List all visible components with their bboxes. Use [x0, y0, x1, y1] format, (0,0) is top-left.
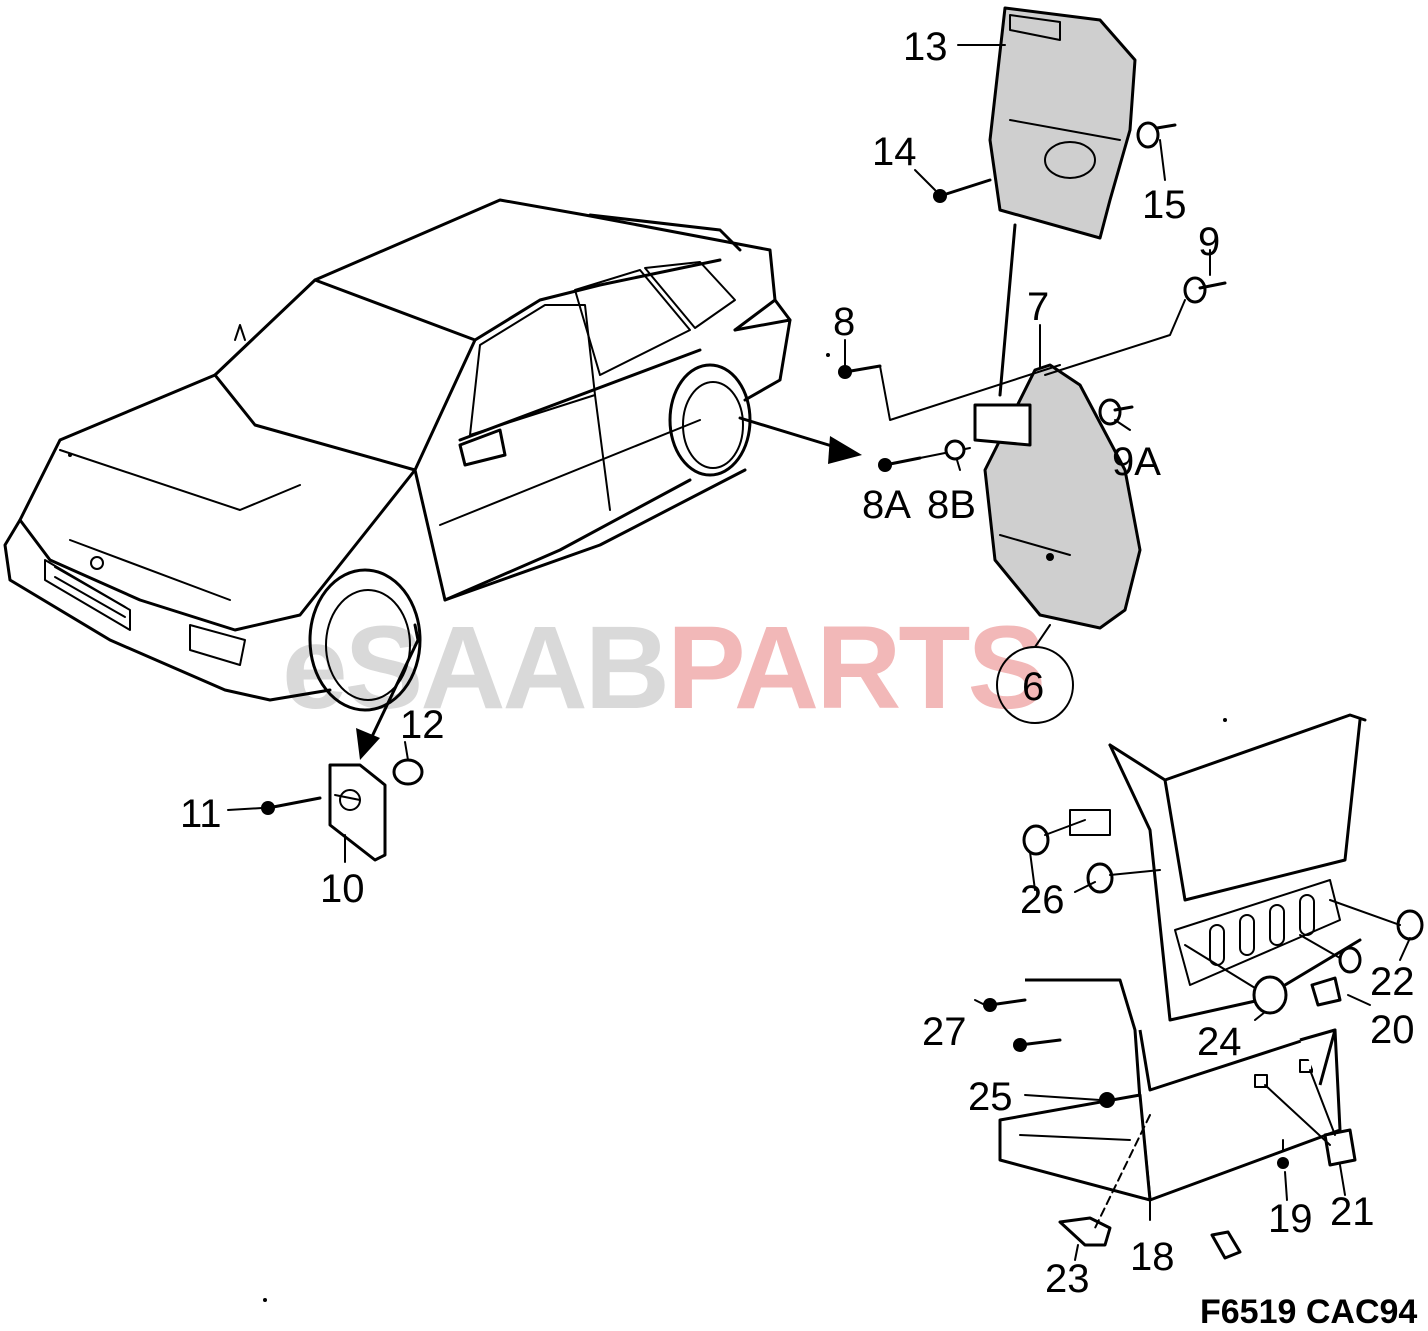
callout-15: 15 [1142, 183, 1187, 227]
callout-23: 23 [1045, 1257, 1090, 1301]
callout-7: 7 [1027, 285, 1049, 329]
callout-25: 25 [968, 1075, 1013, 1119]
callout-21: 21 [1330, 1190, 1375, 1234]
callout-9a: 9A [1112, 440, 1161, 484]
callout-27: 27 [922, 1010, 967, 1054]
callout-6: 6 [1022, 665, 1044, 709]
watermark-suffix: PARTS [667, 602, 1043, 734]
car-illustration [3, 198, 792, 712]
stray-dots [68, 353, 1227, 1302]
callout-11: 11 [180, 792, 222, 836]
fasteners [261, 121, 1424, 1260]
figure-code: F6519 CAC94 [1200, 1293, 1417, 1331]
mudflap-13 [988, 6, 1137, 397]
callout-6-circle [996, 624, 1074, 724]
assembly-bottom-right [998, 713, 1367, 1202]
callout-22: 22 [1370, 960, 1415, 1004]
callout-labels: 13 14 15 9 7 8 9A 8A 8B 6 12 11 10 26 22… [180, 25, 1415, 1301]
callout-13: 13 [903, 25, 948, 69]
callout-9: 9 [1198, 220, 1220, 264]
callout-20: 20 [1370, 1008, 1415, 1052]
callout-8: 8 [833, 300, 855, 344]
callout-19: 19 [1268, 1197, 1313, 1241]
callout-14: 14 [872, 130, 917, 174]
watermark-prefix: eSAAB [282, 602, 667, 734]
callout-24: 24 [1197, 1020, 1242, 1064]
callout-10: 10 [320, 867, 365, 911]
callout-8b: 8B [927, 483, 976, 527]
pointer-arrows [356, 416, 862, 760]
callout-8a: 8A [862, 483, 911, 527]
callout-12: 12 [400, 703, 445, 747]
svg-text:eSAABPARTS: eSAABPARTS [282, 602, 1043, 734]
leader-lines [227, 44, 1411, 1261]
callout-18: 18 [1130, 1235, 1175, 1279]
callout-26: 26 [1020, 878, 1065, 922]
watermark: eSAABPARTS [282, 602, 1046, 734]
mudflap-10 [328, 763, 387, 862]
mudflap-7 [973, 363, 1142, 630]
